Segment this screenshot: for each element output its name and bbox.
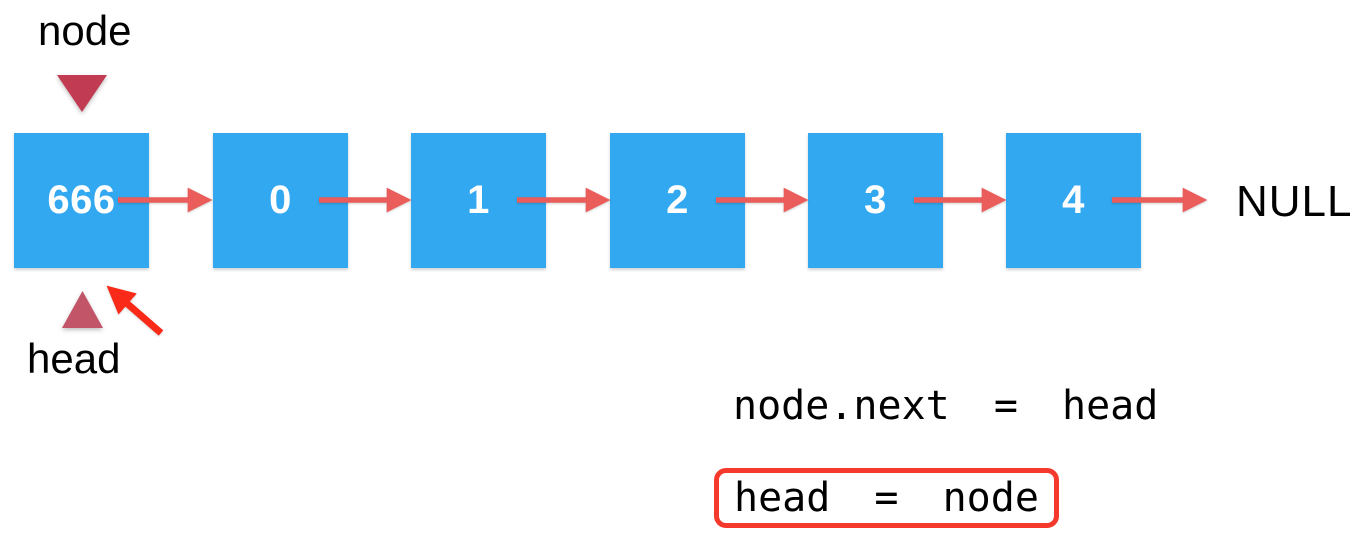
list-node: 666 (14, 133, 149, 268)
list-node: 2 (610, 133, 745, 268)
head-pointer-label: head (27, 335, 121, 382)
node-value: 4 (1062, 178, 1085, 222)
code-line-node-next: node.next = head (733, 383, 1159, 429)
node-pointer-triangle-icon (57, 75, 107, 112)
node-value: 2 (666, 178, 689, 222)
head-assignment-highlight-arrow (106, 285, 164, 336)
code-highlight-box: head = node (714, 468, 1059, 528)
node-value: 666 (47, 178, 116, 222)
node-value: 0 (269, 178, 292, 222)
node-value: 3 (864, 178, 887, 222)
node-pointer-label: node (38, 7, 132, 54)
list-node: 4 (1006, 133, 1141, 268)
list-node: 1 (411, 133, 546, 268)
head-pointer-triangle-icon (62, 291, 103, 328)
null-terminator-label: NULL (1236, 177, 1353, 226)
code-line-head-assign: head = node (734, 475, 1039, 521)
node-value: 1 (467, 178, 490, 222)
list-node: 3 (808, 133, 943, 268)
list-node: 0 (213, 133, 348, 268)
